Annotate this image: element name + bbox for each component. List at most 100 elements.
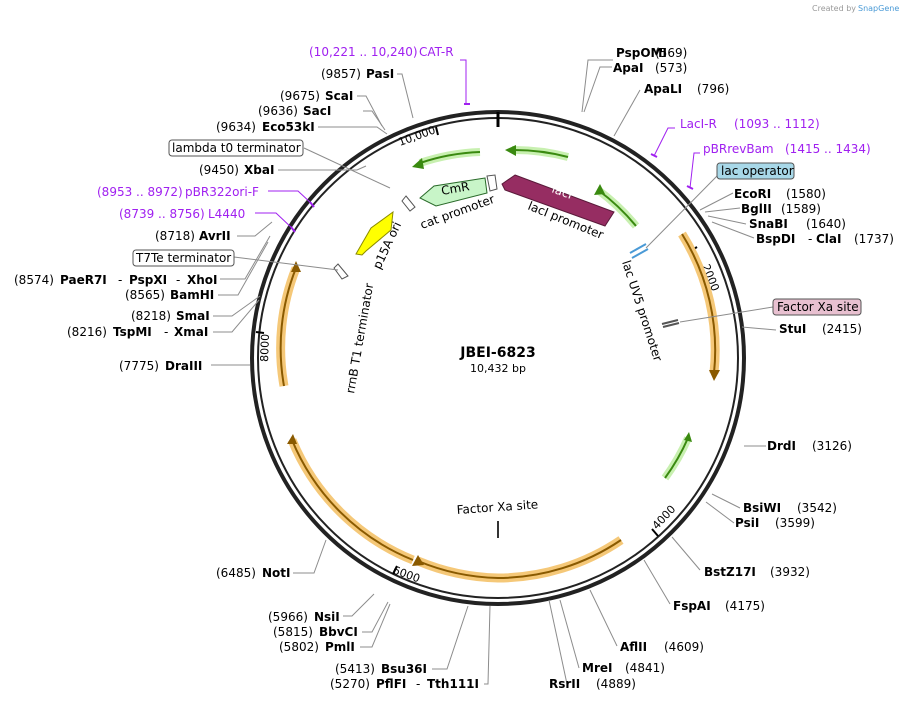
site-xbai-pos: (9450) xyxy=(199,163,239,177)
site-xmai-name: XmaI xyxy=(174,325,208,339)
site-drdi[interactable]: DrdI (3126) xyxy=(767,439,852,453)
site-ecori-name: EcoRI xyxy=(734,187,771,201)
site-fspai-pos: (4175) xyxy=(725,599,765,613)
primer-pbr322ori-f-pos: (8953 .. 8972) xyxy=(97,185,183,199)
primer-pbrrevbam-label: pBRrevBam xyxy=(703,142,774,156)
orf-arc-right xyxy=(681,233,717,374)
site-scai[interactable]: (9675) ScaI xyxy=(280,89,353,103)
site-saci[interactable]: (9636) SacI xyxy=(258,104,331,118)
lac-uv5-promoter-label: lac UV5 promoter xyxy=(619,259,665,363)
site-scai-name: ScaI xyxy=(325,89,353,103)
tick-8000: 8000 xyxy=(258,334,272,362)
site-pmli[interactable]: (5802) PmlI xyxy=(279,640,355,654)
svg-text:-: - xyxy=(808,232,812,246)
site-eco53ki[interactable]: (9634) Eco53kI xyxy=(216,120,315,134)
factor-xa-box[interactable]: Factor Xa site xyxy=(679,298,862,323)
site-draiii[interactable]: (7775) DraIII xyxy=(119,359,202,373)
site-eco53ki-name: Eco53kI xyxy=(262,120,315,134)
tick-mark-6000 xyxy=(392,565,398,575)
svg-text:-: - xyxy=(164,325,168,339)
site-noti-pos: (6485) xyxy=(216,566,256,580)
cat-promoter-marker xyxy=(401,195,416,212)
site-clai-name: ClaI xyxy=(816,232,841,246)
site-apali[interactable]: ApaLI (796) xyxy=(644,82,729,96)
primer-l4440-pos: (8739 .. 8756) xyxy=(119,207,205,221)
primer-pbr322ori-f[interactable]: (8953 .. 8972) pBR322ori-F xyxy=(97,185,315,208)
primer-laci-r[interactable]: LacI-R (1093 .. 1112) xyxy=(650,117,820,158)
site-paer7i[interactable]: (8574) PaeR7I - PspXI - XhoI xyxy=(14,273,218,287)
site-pmli-name: PmlI xyxy=(325,640,355,654)
site-smai[interactable]: (8218) SmaI xyxy=(131,309,210,323)
site-saci-name: SacI xyxy=(303,104,331,118)
site-drdi-name: DrdI xyxy=(767,439,796,453)
site-nsii-pos: (5966) xyxy=(268,610,308,624)
site-stui-name: StuI xyxy=(779,322,806,336)
primer-cat-r[interactable]: (10,221 .. 10,240) CAT-R xyxy=(309,45,470,105)
site-bsu36i[interactable]: (5413) Bsu36I xyxy=(335,662,427,676)
site-bbvci-pos: (5815) xyxy=(273,625,313,639)
cmr-feature[interactable] xyxy=(419,177,488,207)
site-fspai-name: FspAI xyxy=(673,599,711,613)
site-snabi-pos: (1640) xyxy=(806,217,846,231)
site-saci-pos: (9636) xyxy=(258,104,298,118)
site-aflii[interactable]: AflII (4609) xyxy=(620,640,704,654)
site-stui[interactable]: StuI (2415) xyxy=(779,322,862,336)
site-rsrii-name: RsrII xyxy=(549,677,580,691)
site-rsrii-pos: (4889) xyxy=(596,677,636,691)
site-bamhi-name: BamHI xyxy=(170,288,214,302)
laci-feature[interactable] xyxy=(501,174,615,227)
site-aflii-name: AflII xyxy=(620,640,647,654)
tick-mark-10000 xyxy=(435,126,439,136)
p15a-ori-feature[interactable] xyxy=(355,210,394,256)
site-noti[interactable]: (6485) NotI xyxy=(216,566,291,580)
site-snabi-name: SnaBI xyxy=(749,217,788,231)
site-mrei[interactable]: MreI (4841) xyxy=(582,661,665,675)
orf-arc-bottomleft xyxy=(291,439,414,561)
site-pspomi[interactable]: PspOMI (569) xyxy=(616,46,687,60)
site-avrii[interactable]: (8718) AvrII xyxy=(155,229,231,243)
svg-text:-: - xyxy=(416,677,420,691)
site-tspmi-pos: (8216) xyxy=(67,325,107,339)
site-noti-name: NotI xyxy=(262,566,291,580)
orf-arrow-right xyxy=(709,370,720,381)
lambda-terminator-box[interactable]: lambda t0 terminator xyxy=(168,139,391,189)
site-bglii-name: BglII xyxy=(741,202,772,216)
site-pflfi[interactable]: (5270) PflFI - Tth111I xyxy=(330,677,479,691)
svg-text:-: - xyxy=(118,273,122,287)
site-xbai-name: XbaI xyxy=(244,163,274,177)
site-fspai[interactable]: FspAI (4175) xyxy=(673,599,765,613)
lac-operator-box[interactable]: lac operator xyxy=(645,162,795,249)
site-psii[interactable]: PsiI (3599) xyxy=(735,516,815,530)
site-nsii[interactable]: (5966) NsiI xyxy=(268,610,340,624)
site-bbvci[interactable]: (5815) BbvCI xyxy=(273,625,358,639)
promoter-arrow-4 xyxy=(684,432,692,442)
site-smai-name: SmaI xyxy=(176,309,210,323)
site-bsiwi[interactable]: BsiWI (3542) xyxy=(743,501,837,515)
site-apali-name: ApaLI xyxy=(644,82,682,96)
site-smai-pos: (8218) xyxy=(131,309,171,323)
site-pasi[interactable]: (9857) PasI xyxy=(321,67,394,81)
site-bamhi[interactable]: (8565) BamHI xyxy=(125,288,214,302)
factor-xa-label: Factor Xa site xyxy=(777,300,859,314)
site-aflii-pos: (4609) xyxy=(664,640,704,654)
orf-arrow-bottomleft xyxy=(287,434,297,444)
primer-pbrrevbam[interactable]: pBRrevBam (1415 .. 1434) xyxy=(686,142,871,190)
site-rsrii[interactable]: RsrII (4889) xyxy=(549,677,636,691)
site-ecori[interactable]: EcoRI (1580) xyxy=(734,187,826,201)
site-avrii-pos: (8718) xyxy=(155,229,195,243)
site-bspdi[interactable]: BspDI - ClaI (1737) xyxy=(756,232,894,246)
lac-operator-marker xyxy=(629,243,649,259)
site-bglii[interactable]: BglII (1589) xyxy=(741,202,821,216)
primer-l4440[interactable]: (8739 .. 8756) L4440 xyxy=(119,207,296,233)
site-tspmi[interactable]: (8216) TspMI - XmaI xyxy=(67,325,208,339)
snapgene-logo: SnapGene xyxy=(858,4,899,13)
t7te-terminator-box[interactable]: T7Te terminator xyxy=(132,249,339,271)
site-snabi[interactable]: SnaBI (1640) xyxy=(749,217,846,231)
primer-cat-r-name: CAT-R xyxy=(419,45,454,59)
site-xbai[interactable]: (9450) XbaI xyxy=(199,163,274,177)
site-nsii-name: NsiI xyxy=(314,610,340,624)
site-bstz17i[interactable]: BstZ17I (3932) xyxy=(704,565,810,579)
orf-arrow-bottom xyxy=(412,555,424,566)
site-apali-pos: (796) xyxy=(697,82,729,96)
site-apai[interactable]: ApaI (573) xyxy=(613,61,687,75)
